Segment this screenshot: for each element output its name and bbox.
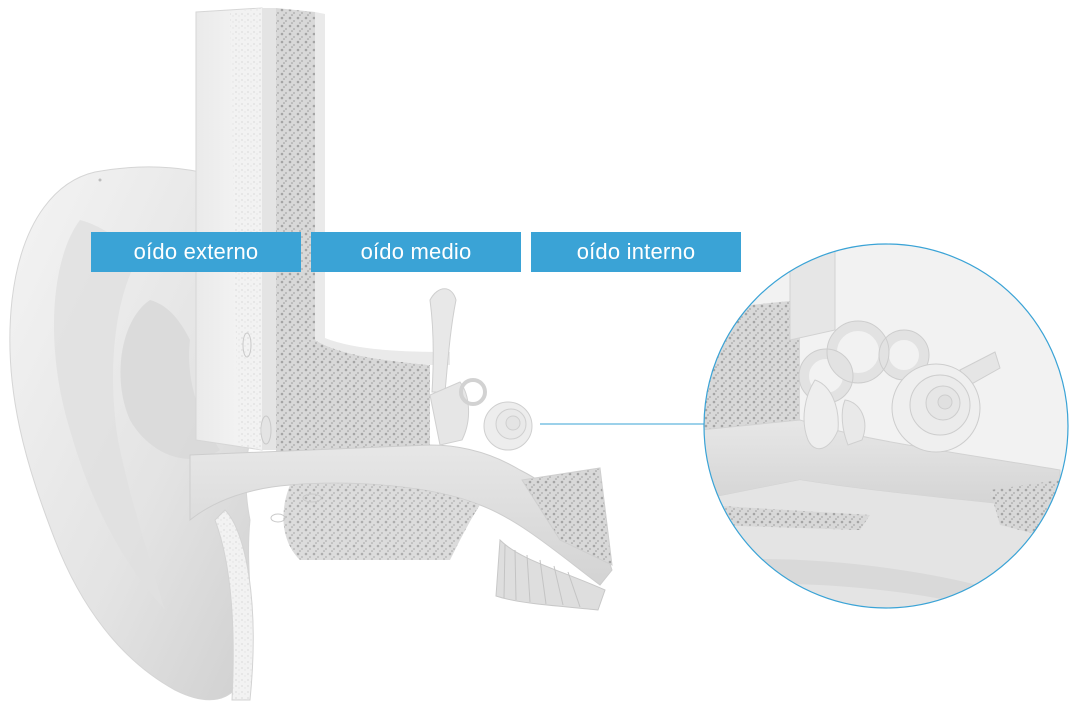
cochlea-magnified	[892, 364, 980, 452]
label-inner-ear: oído interno	[531, 232, 741, 272]
label-middle-ear: oído medio	[311, 232, 521, 272]
cochlea-small	[484, 402, 532, 450]
label-outer-ear: oído externo	[91, 232, 301, 272]
inner-ear-small	[430, 289, 532, 450]
inner-ear-magnified	[700, 240, 1070, 620]
ear-canal	[190, 445, 612, 700]
